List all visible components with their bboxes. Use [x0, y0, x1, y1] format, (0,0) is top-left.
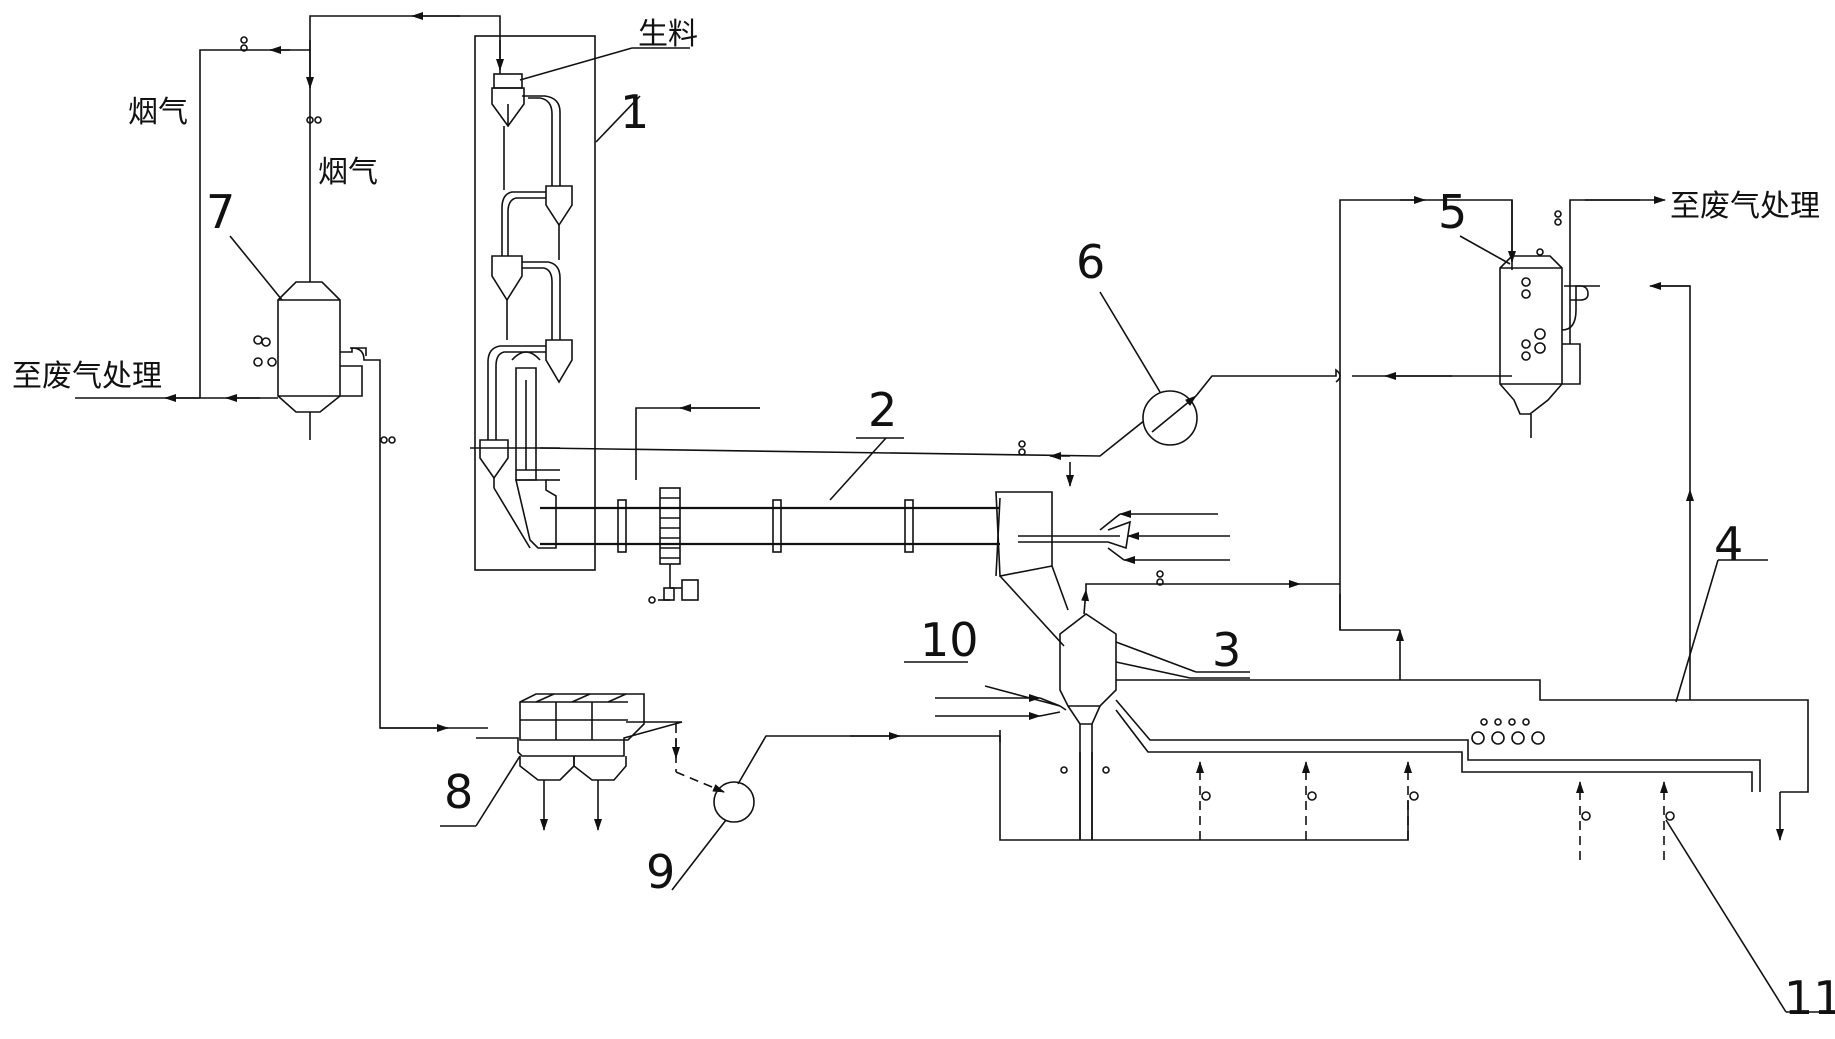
- rotary-kiln: [540, 487, 1053, 604]
- heat-exchanger-5: [1499, 196, 1666, 438]
- to-exhaust-right-label: 至废气处理: [1670, 189, 1820, 224]
- label-11: 11: [1784, 971, 1835, 1025]
- number-labels: 1 2 3 4 5 6 7 8 9 10 11: [206, 85, 1835, 1025]
- label-8: 8: [444, 765, 473, 819]
- label-3: 3: [1212, 623, 1241, 677]
- raw-meal-label: 生料: [638, 17, 698, 52]
- to-exhaust-left-label: 至废气处理: [12, 359, 162, 394]
- label-4: 4: [1714, 517, 1743, 571]
- fan-6: [1142, 368, 1341, 446]
- fan-9: [672, 724, 1001, 823]
- label-10: 10: [920, 613, 979, 667]
- label-2: 2: [868, 383, 897, 437]
- bag-filter-8: [476, 693, 683, 831]
- label-6: 6: [1076, 235, 1105, 289]
- burner: [1018, 510, 1230, 564]
- label-5: 5: [1438, 185, 1467, 239]
- cooler-chamber: [999, 565, 1301, 840]
- flue-gas-right-label: 烟气: [318, 155, 378, 190]
- grate-cooler: [1115, 679, 1809, 841]
- label-9: 9: [646, 845, 675, 899]
- flue-gas-left-label: 烟气: [128, 95, 188, 130]
- heat-exchanger-7: [253, 281, 381, 440]
- preheater-tower: [474, 35, 596, 571]
- label-7: 7: [206, 185, 235, 239]
